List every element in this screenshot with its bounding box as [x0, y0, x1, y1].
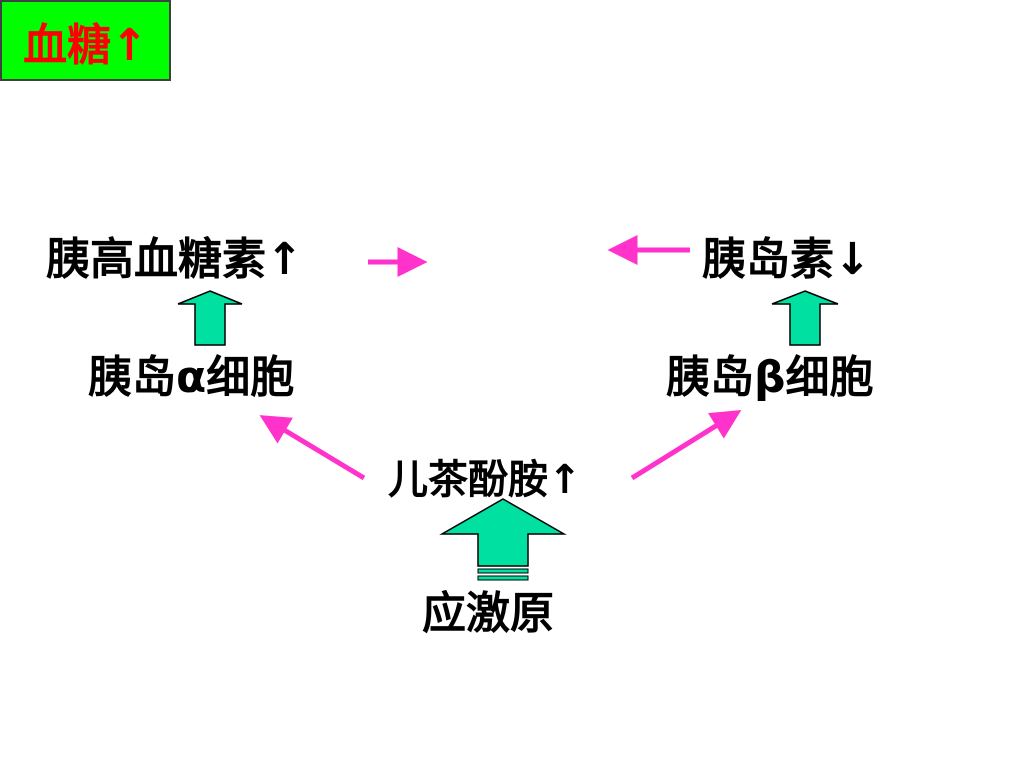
blood-glucose-label: 血糖↑ — [23, 19, 148, 71]
insulin-label: 胰岛素↓ — [702, 234, 871, 285]
stressor-label: 应激原 — [422, 588, 554, 639]
alpha-to-glucagon-block-arrow — [177, 290, 243, 346]
stressor-to-catecholamine-block-arrow — [439, 498, 567, 581]
glucagon-label: 胰高血糖素↑ — [46, 234, 303, 285]
alpha-cell-label: 胰岛α细胞 — [88, 352, 295, 403]
blood-glucose-box: 血糖↑ — [0, 0, 171, 81]
catecholamine-label: 儿茶酚胺↑ — [388, 457, 582, 503]
beta-cell-label: 胰岛β细胞 — [666, 352, 874, 403]
catecholamine-to-alpha-arrow — [259, 415, 366, 481]
catecholamine-to-beta-arrow — [630, 410, 742, 481]
beta-to-insulin-block-arrow — [771, 290, 839, 346]
